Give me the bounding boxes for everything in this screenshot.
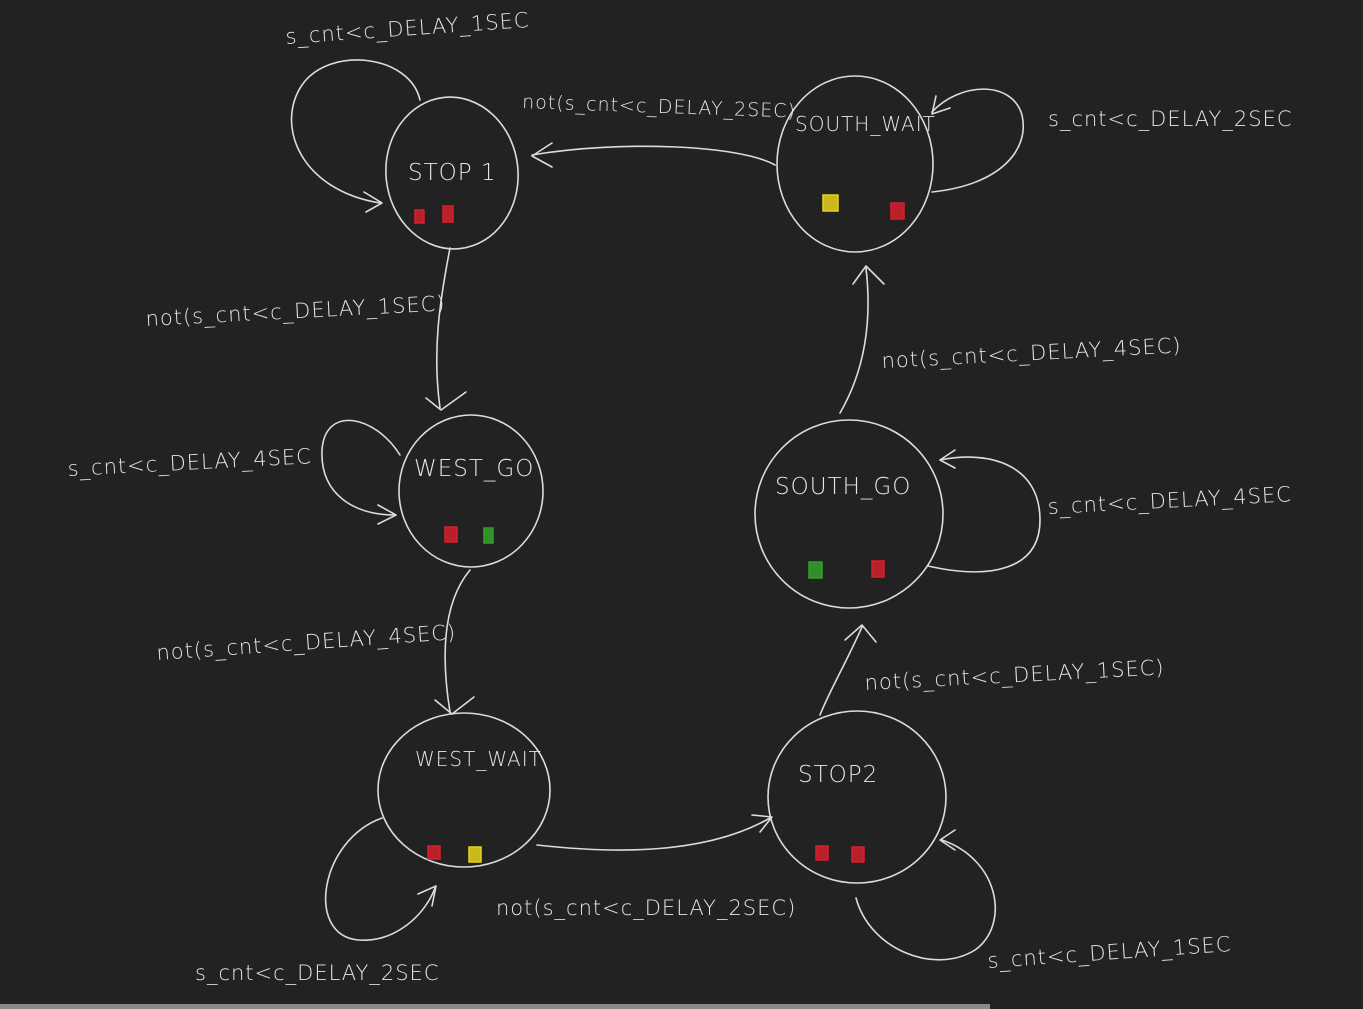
arrowhead (931, 95, 951, 115)
label-west-wait-to-stop2: not(s_cnt<c_DELAY_2SEC) (496, 896, 796, 920)
state-stop2: STOP2 (767, 710, 947, 884)
arrow-stop2-to-south-go (819, 624, 877, 716)
arrowhead (363, 191, 383, 213)
horizontal-scrollbar[interactable] (0, 1004, 990, 1009)
label-south-wait-self: s_cnt<c_DELAY_2SEC (1048, 107, 1292, 131)
state-label-stop1: STOP 1 (408, 160, 497, 186)
arrow-stop1-to-west-go (425, 247, 467, 411)
light-stop2-1 (815, 845, 829, 861)
state-label-stop2: STOP2 (798, 762, 878, 788)
label-west-go-self: s_cnt<c_DELAY_4SEC (67, 444, 312, 481)
light-west-go-1 (444, 526, 458, 543)
arrow-west-go-to-west-wait (434, 569, 475, 715)
arrowhead (531, 142, 553, 168)
state-stop1: STOP 1 (385, 96, 519, 250)
arrowhead (751, 814, 773, 833)
state-label-west-go: WEST_GO (414, 456, 534, 482)
light-south-go-1 (808, 561, 823, 579)
arrowhead (939, 449, 956, 469)
self-loop-stop1 (290, 59, 421, 213)
light-south-wait-2 (890, 202, 905, 220)
arrow-west-wait-to-stop2 (536, 814, 773, 851)
arrowhead (852, 265, 885, 285)
state-south-wait: SOUTH_WAIT (776, 75, 936, 253)
self-loop-west-wait (324, 817, 437, 941)
self-loop-south-wait (931, 88, 1024, 193)
label-west-wait-self: s_cnt<c_DELAY_2SEC (195, 961, 439, 985)
state-circle-west-go (398, 414, 544, 568)
arrowhead (434, 696, 475, 715)
label-stop2-self: s_cnt<c_DELAY_1SEC (987, 932, 1233, 973)
state-label-south-go: SOUTH_GO (775, 474, 911, 500)
state-west-go: WEST_GO (398, 414, 544, 568)
self-loop-west-go (321, 419, 401, 525)
arrowhead (939, 829, 956, 851)
label-south-wait-to-stop1: not(s_cnt<c_DELAY_2SEC) (522, 91, 796, 123)
label-stop2-to-south-go: not(s_cnt<c_DELAY_1SEC) (864, 655, 1165, 695)
arrowhead (844, 624, 877, 643)
state-label-south-wait: SOUTH_WAIT (795, 112, 936, 136)
light-west-go-2 (483, 527, 494, 544)
state-circle-stop1 (385, 96, 519, 250)
state-label-west-wait: WEST_WAIT (415, 747, 542, 771)
light-west-wait-1 (427, 845, 441, 860)
state-west-wait: WEST_WAIT (377, 712, 551, 868)
label-west-go-to-west-wait: not(s_cnt<c_DELAY_4SEC) (156, 620, 457, 665)
light-stop2-2 (851, 846, 865, 863)
self-loop-stop2 (855, 829, 996, 961)
light-stop1-2 (442, 205, 454, 223)
label-south-go-self: s_cnt<c_DELAY_4SEC (1047, 482, 1292, 519)
label-stop1-to-west-go: not(s_cnt<c_DELAY_1SEC) (145, 291, 446, 331)
arrow-south-go-to-south-wait (839, 265, 885, 414)
light-south-wait-1 (822, 194, 839, 212)
light-west-wait-2 (468, 846, 482, 863)
light-south-go-2 (871, 560, 885, 578)
self-loop-south-go (927, 449, 1041, 573)
light-stop1-1 (414, 209, 425, 224)
state-circle-west-wait (377, 712, 551, 868)
label-south-go-to-south-wait: not(s_cnt<c_DELAY_4SEC) (881, 333, 1182, 373)
arrowhead (417, 885, 437, 907)
state-circle-stop2 (767, 710, 947, 884)
label-stop1-self: s_cnt<c_DELAY_1SEC (285, 8, 531, 49)
state-south-go: SOUTH_GO (754, 419, 944, 609)
state-circle-south-wait (776, 75, 934, 253)
arrow-south-wait-to-stop1 (531, 142, 776, 168)
arrowhead (425, 391, 467, 411)
state-circle-south-go (754, 419, 944, 609)
arrowhead (377, 504, 397, 525)
